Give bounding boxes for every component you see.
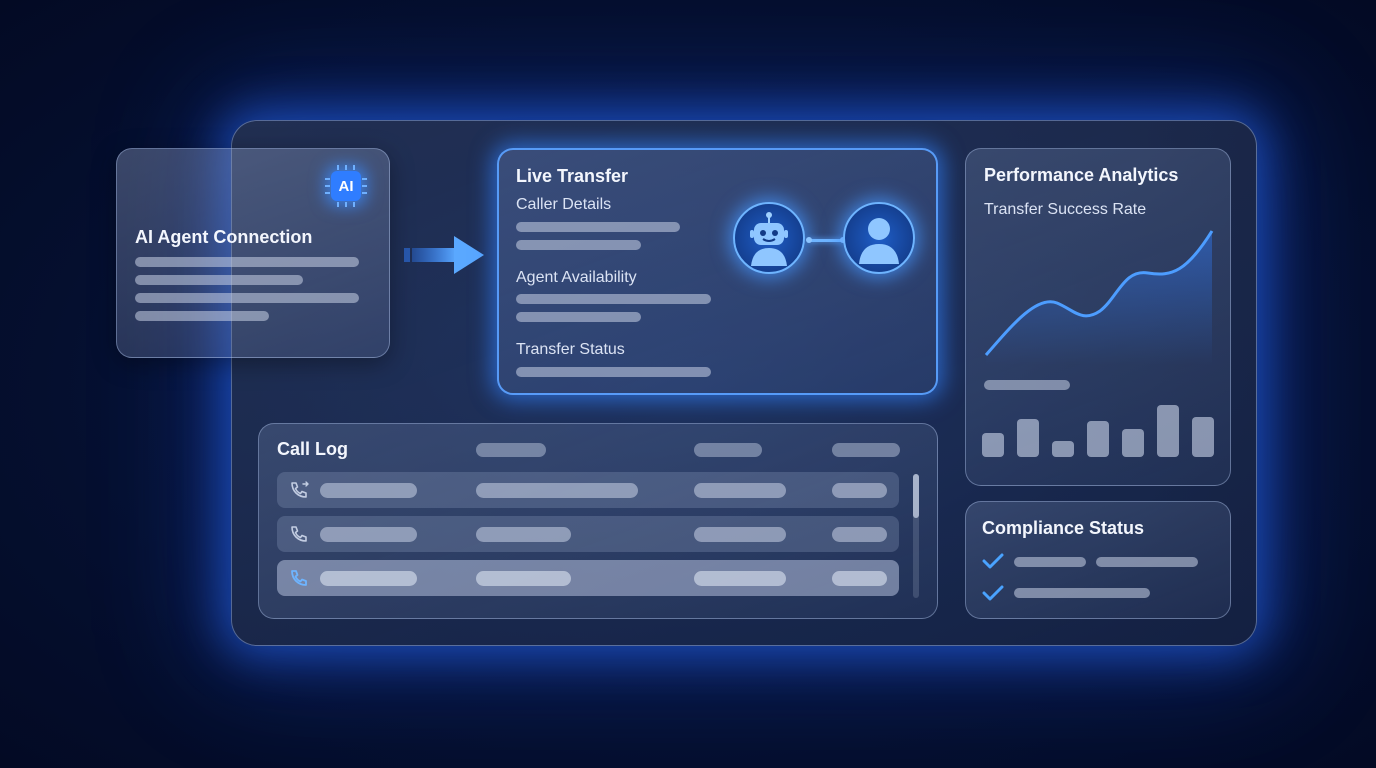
row-cell: [832, 571, 887, 586]
analytics-legend-line: [984, 380, 1070, 390]
mini-bar: [1087, 421, 1109, 457]
mini-bar: [1157, 405, 1179, 457]
caller-detail-line: [516, 240, 641, 250]
main-window: [231, 120, 1257, 646]
ai-agent-connection-card[interactable]: AI AI Agent Connection: [116, 148, 390, 358]
row-cell: [476, 571, 571, 586]
call-log-card[interactable]: Call Log: [258, 423, 938, 619]
row-cell: [832, 483, 887, 498]
column-header[interactable]: [694, 443, 762, 457]
table-row[interactable]: [277, 472, 899, 508]
ai-text-line: [135, 257, 359, 267]
performance-title: Performance Analytics: [984, 165, 1179, 185]
mini-bar: [1122, 429, 1144, 457]
live-transfer-card[interactable]: Live Transfer Caller Details Agent Avail…: [497, 148, 938, 395]
agent-availability-line: [516, 312, 641, 322]
row-cell: [476, 527, 571, 542]
row-cell: [320, 483, 417, 498]
column-header[interactable]: [832, 443, 900, 457]
transfer-status-label: Transfer Status: [516, 341, 625, 358]
call-log-title: Call Log: [277, 439, 348, 459]
agent-availability-line: [516, 294, 711, 304]
mini-bar: [1052, 441, 1074, 457]
call-log-scrollbar[interactable]: [913, 474, 919, 598]
compliance-item-line: [1014, 588, 1150, 598]
compliance-item-line: [1014, 557, 1086, 567]
row-cell: [694, 483, 786, 498]
transfer-status-line: [516, 367, 711, 377]
connection-line: [806, 237, 846, 243]
check-icon: [982, 585, 1004, 601]
phone-transfer-icon: [291, 481, 309, 498]
ai-chip-icon: AI: [325, 165, 367, 207]
table-row[interactable]: [277, 516, 899, 552]
mini-bar: [982, 433, 1004, 457]
check-icon: [982, 553, 1004, 569]
ai-text-line: [135, 293, 359, 303]
ai-text-line: [135, 311, 269, 321]
caller-detail-line: [516, 222, 680, 232]
agent-availability-label: Agent Availability: [516, 269, 637, 286]
row-cell: [476, 483, 638, 498]
mini-bar: [1192, 417, 1214, 457]
robot-icon: [733, 202, 805, 274]
phone-icon: [291, 570, 307, 586]
compliance-title: Compliance Status: [982, 518, 1145, 538]
live-transfer-title: Live Transfer: [516, 166, 629, 186]
phone-icon: [291, 526, 307, 542]
row-cell: [320, 527, 417, 542]
compliance-status-card[interactable]: Compliance Status: [965, 501, 1231, 619]
caller-details-label: Caller Details: [516, 196, 612, 213]
mini-bar: [1017, 419, 1039, 457]
scrollbar-thumb[interactable]: [913, 474, 919, 518]
row-cell: [694, 527, 786, 542]
performance-analytics-card[interactable]: Performance Analytics Transfer Success R…: [965, 148, 1231, 486]
ai-chip-label: AI: [338, 177, 354, 195]
column-header[interactable]: [476, 443, 546, 457]
transfer-success-rate-line-chart: [984, 230, 1214, 365]
ai-connection-title: AI Agent Connection: [135, 227, 313, 247]
table-row-selected[interactable]: [277, 560, 899, 596]
ai-text-line: [135, 275, 303, 285]
compliance-item-line: [1096, 557, 1198, 567]
row-cell: [320, 571, 417, 586]
user-icon: [843, 202, 915, 274]
row-cell: [832, 527, 887, 542]
transfer-success-rate-label: Transfer Success Rate: [984, 201, 1147, 218]
row-cell: [694, 571, 786, 586]
transfer-arrow-icon: [404, 236, 484, 274]
